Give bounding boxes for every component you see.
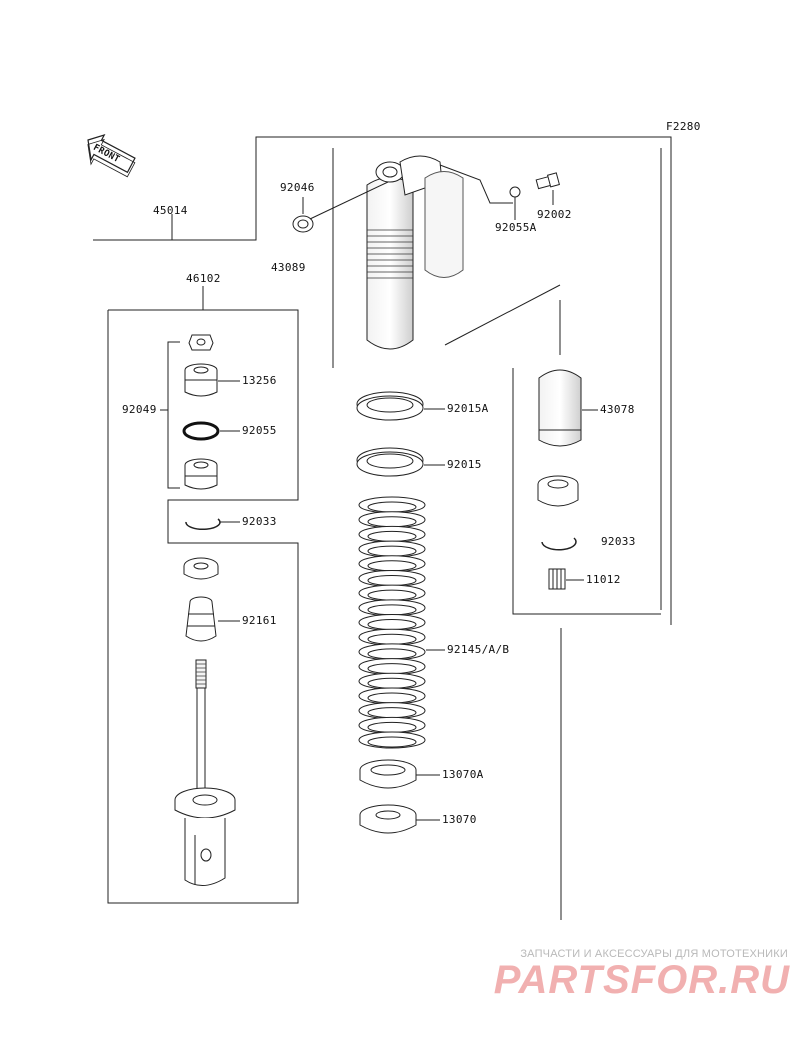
label-11012: 11012 [586, 573, 621, 586]
label-13256: 13256 [242, 374, 277, 387]
spring-coil [358, 540, 426, 558]
spring-nut-92015A [356, 391, 424, 421]
label-92055: 92055 [242, 424, 277, 437]
label-45014: 45014 [153, 204, 188, 217]
bushing-lower [184, 458, 218, 490]
group-box-reservoir [512, 368, 661, 615]
nut-part [188, 334, 214, 351]
bumper-92161 [185, 596, 217, 642]
circlip-92033-left [185, 518, 221, 531]
label-13070: 13070 [442, 813, 477, 826]
label-92145: 92145/A/B [447, 643, 510, 656]
label-92002: 92002 [537, 208, 572, 221]
label-43089: 43089 [271, 261, 306, 274]
spring-coil [358, 614, 426, 631]
label-92049: 92049 [122, 403, 157, 416]
label-92015: 92015 [447, 458, 482, 471]
reservoir-diag [444, 284, 561, 346]
oring-92055 [182, 421, 220, 441]
circlip-92033-right [541, 537, 577, 551]
label-92055A: 92055A [495, 221, 537, 234]
spring-coil [358, 643, 426, 661]
label-92033-right: 92033 [601, 535, 636, 548]
spring-coil [358, 599, 426, 617]
front-arrow-icon [87, 134, 136, 178]
reservoir-cap [537, 475, 579, 507]
label-43078: 43078 [600, 403, 635, 416]
spring-coil [358, 584, 426, 602]
spring-coil [358, 555, 426, 573]
label-92046: 92046 [280, 181, 315, 194]
oring-92055A [439, 164, 521, 220]
bushing-13256 [184, 363, 218, 397]
spring-coil [358, 525, 426, 543]
label-46102: 46102 [186, 272, 221, 285]
shock-body [366, 155, 464, 350]
label-92161: 92161 [242, 614, 277, 627]
watermark-tagline: ЗАПЧАСТИ И АКСЕССУАРЫ ДЛЯ МОТОТЕХНИКИ [520, 948, 788, 960]
label-92015A: 92015A [447, 402, 489, 415]
spring-coil [358, 672, 426, 690]
spring-coil [358, 658, 426, 676]
bracket-92049 [167, 341, 180, 489]
group-box-46102 [107, 309, 299, 904]
spring-seat-13070A [359, 759, 417, 789]
spring-coil [358, 511, 426, 529]
watermark-logo: PARTSFOR.RU [493, 958, 790, 1002]
spring-seat-13070 [359, 804, 417, 834]
washer-part [183, 557, 219, 580]
label-92033-left: 92033 [242, 515, 277, 528]
spring-coil [358, 628, 426, 646]
spring-coil [358, 496, 426, 514]
spring-coil [358, 687, 426, 705]
bushing-92046 [292, 181, 389, 233]
label-13070A: 13070A [442, 768, 484, 781]
coil-spring-92145 [358, 496, 426, 749]
assembly-bracket-line [93, 136, 672, 625]
spring-nut-92015 [356, 447, 424, 477]
spring-coil [358, 731, 426, 749]
bolt-92002 [535, 172, 560, 205]
figure-code: F2280 [666, 120, 701, 133]
spring-coil [358, 702, 426, 720]
damper-rod [174, 659, 236, 886]
spring-coil [358, 716, 426, 734]
spring-coil-inner [367, 736, 417, 748]
spring-coil [358, 569, 426, 587]
valve-11012 [548, 568, 566, 590]
reservoir-43078 [538, 369, 582, 447]
